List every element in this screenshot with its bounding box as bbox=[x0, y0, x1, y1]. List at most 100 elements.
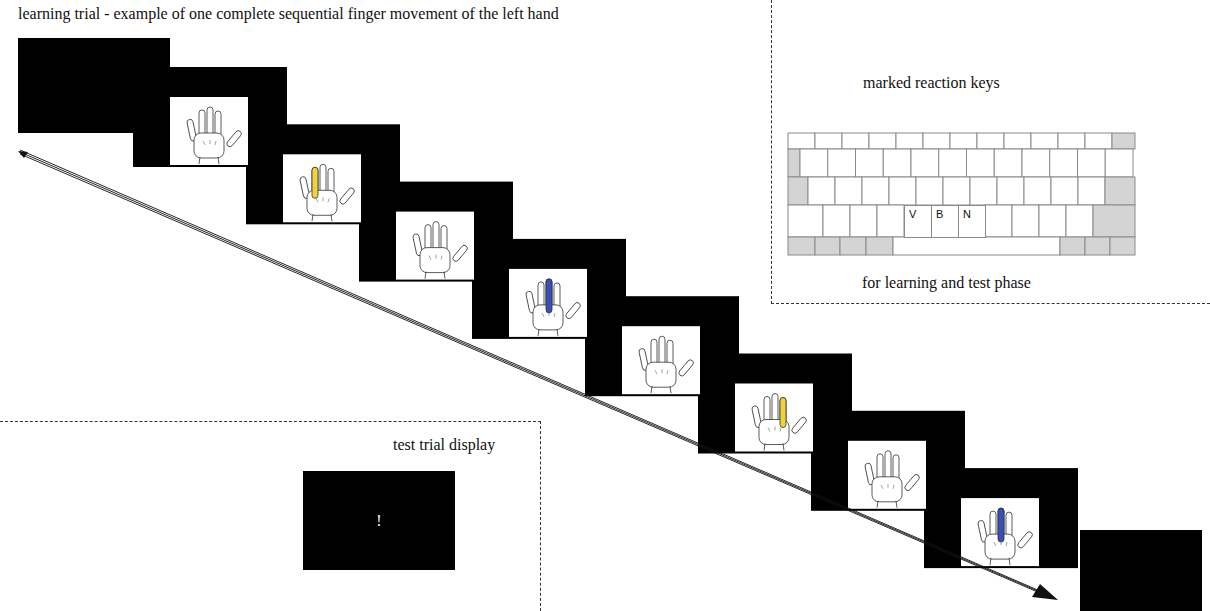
hand-screen bbox=[961, 498, 1039, 566]
keyboard-key bbox=[815, 133, 842, 149]
arrow-tail bbox=[18, 151, 28, 158]
reaction-key: N bbox=[958, 205, 986, 238]
keyboard-key bbox=[883, 149, 911, 177]
screen-face bbox=[396, 212, 474, 280]
finger bbox=[433, 222, 439, 252]
wrist bbox=[199, 157, 219, 164]
keyboard-key bbox=[1012, 205, 1039, 237]
wrist bbox=[312, 214, 332, 221]
keyboard-key bbox=[1051, 177, 1078, 205]
hand-screen bbox=[396, 212, 474, 280]
knuckle-marks bbox=[768, 427, 781, 432]
key-letter: V bbox=[909, 209, 916, 220]
keyboard-key bbox=[1085, 237, 1110, 255]
knuckle-marks bbox=[881, 484, 894, 489]
test-screen: ! bbox=[303, 471, 455, 570]
arrow-line bbox=[20, 154, 1040, 593]
keyboard-key bbox=[800, 149, 828, 177]
blank-screen bbox=[1080, 530, 1202, 611]
wrist bbox=[877, 501, 897, 508]
keyboard-key bbox=[850, 205, 877, 237]
keyboard-key bbox=[788, 133, 815, 149]
keyboard-key bbox=[985, 205, 1012, 237]
keyboard-key bbox=[815, 237, 840, 255]
hand-screen bbox=[509, 269, 587, 337]
highlighted-finger bbox=[312, 167, 318, 198]
hand-screen bbox=[283, 154, 361, 222]
keyboard-key bbox=[1039, 205, 1066, 237]
palm bbox=[194, 133, 224, 158]
panel-label: for learning and test phase bbox=[862, 274, 1031, 292]
arrow-line bbox=[20, 150, 1040, 591]
screen-face bbox=[735, 384, 813, 452]
keyboard-key bbox=[1093, 205, 1135, 237]
keyboard-key bbox=[877, 205, 904, 237]
keyboard-key bbox=[808, 177, 835, 205]
highlighted-finger bbox=[780, 398, 786, 428]
finger bbox=[207, 107, 213, 137]
hand-screen bbox=[848, 441, 926, 509]
finger bbox=[320, 164, 326, 194]
keyboard-key bbox=[842, 133, 869, 149]
keyboard-key bbox=[840, 237, 866, 255]
wrist bbox=[538, 329, 558, 336]
finger bbox=[1017, 531, 1034, 549]
keyboard-key bbox=[869, 133, 896, 149]
keyboard-key bbox=[1031, 133, 1058, 149]
keyboard-key bbox=[828, 149, 856, 177]
keyboard-key bbox=[1085, 133, 1112, 149]
time-arrow bbox=[18, 150, 1058, 600]
wrist bbox=[990, 558, 1010, 565]
screen-staircase bbox=[18, 38, 1202, 611]
knuckle-marks bbox=[542, 312, 555, 317]
keyboard-key bbox=[788, 149, 800, 177]
keyboard-key bbox=[1050, 149, 1078, 177]
palm bbox=[646, 362, 676, 387]
keyboard-key bbox=[1024, 177, 1051, 205]
finger bbox=[226, 130, 243, 148]
keyboard-key bbox=[911, 149, 939, 177]
finger bbox=[565, 301, 582, 319]
keyboard-key bbox=[1078, 177, 1105, 205]
finger bbox=[659, 336, 665, 366]
keyboard-key bbox=[866, 237, 893, 255]
keyboard-key bbox=[1112, 133, 1135, 149]
keyboard-key bbox=[939, 149, 967, 177]
keyboard-key bbox=[977, 133, 1004, 149]
screen-face bbox=[283, 154, 361, 222]
hand-screen bbox=[622, 326, 700, 394]
diagram-title: learning trial - example of one complete… bbox=[18, 5, 559, 23]
palm bbox=[420, 248, 450, 273]
test-panel: ! test trial display bbox=[0, 421, 541, 611]
wrist bbox=[425, 272, 445, 279]
wrist bbox=[651, 386, 671, 393]
finger bbox=[904, 473, 921, 491]
keyboard-key bbox=[997, 177, 1024, 205]
finger bbox=[885, 451, 891, 481]
palm bbox=[307, 190, 337, 215]
knuckle-marks bbox=[994, 541, 1007, 546]
keyboard-key bbox=[835, 177, 862, 205]
panel-label: test trial display bbox=[393, 436, 495, 454]
keyboard-key bbox=[896, 133, 923, 149]
finger bbox=[452, 244, 469, 262]
keyboard-key bbox=[943, 177, 970, 205]
knuckle-marks bbox=[316, 197, 329, 202]
key-panel: VBNmarked reaction keysfor learning and … bbox=[771, 0, 1210, 304]
screen-face bbox=[622, 326, 700, 394]
keyboard-key bbox=[967, 149, 995, 177]
screen-face bbox=[961, 498, 1039, 566]
knuckle-marks bbox=[655, 369, 668, 374]
keyboard-key bbox=[1066, 205, 1093, 237]
keyboard-key bbox=[1058, 133, 1085, 149]
finger bbox=[339, 187, 356, 205]
arrow-line bbox=[20, 152, 1040, 592]
finger bbox=[678, 359, 695, 377]
palm bbox=[872, 477, 902, 502]
keyboard-key bbox=[1105, 149, 1133, 177]
hand-screen bbox=[170, 97, 248, 165]
screen-face bbox=[170, 97, 248, 165]
keyboard-key bbox=[1110, 237, 1135, 255]
hand-screen bbox=[735, 384, 813, 452]
finger bbox=[791, 416, 808, 434]
